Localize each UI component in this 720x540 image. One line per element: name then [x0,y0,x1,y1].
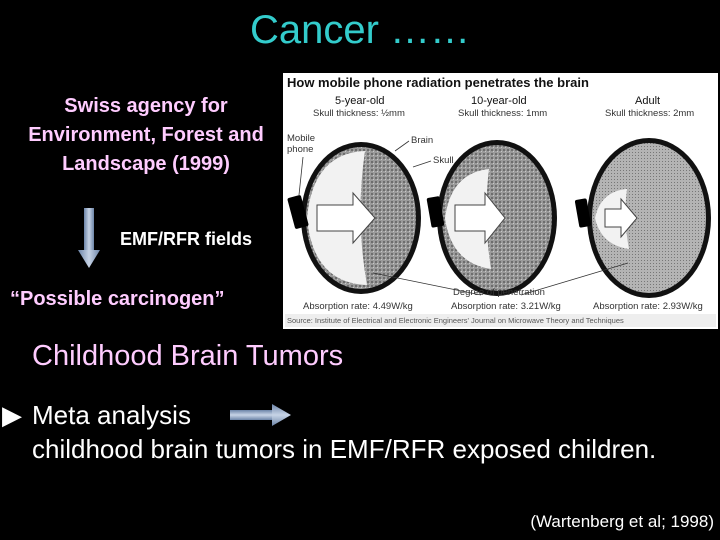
panel-1-skull: Skull thickness: ½mm [313,108,405,119]
down-arrow-icon [78,208,100,268]
figure-source: Source: Institute of Electrical and Elec… [285,314,716,327]
child-10-brain-scan [426,140,557,296]
finding-text: childhood brain tumors in EMF/RFR expose… [32,434,657,464]
skull-label: Skull [433,155,454,166]
slide-title: Cancer …… [249,8,471,52]
panel-2-skull: Skull thickness: 1mm [458,108,548,119]
right-arrow-icon [230,404,291,426]
panel-3-age: Adult [635,95,661,107]
bullet-icon: ▶ [2,400,22,430]
panel-1-absorption: Absorption rate: 4.49W/kg [303,301,413,312]
panel-2-age: 10-year-old [471,95,527,107]
mobile-phone-label: Mobile phone [287,133,315,155]
panel-3-skull: Skull thickness: 2mm [605,108,695,119]
emf-rfr-label: EMF/RFR fields [120,229,253,249]
panel-3-absorption: Absorption rate: 2.93W/kg [593,301,703,312]
panel-2-absorption: Absorption rate: 3.21W/kg [451,301,561,312]
citation: (Wartenberg et al; 1998) [530,512,714,531]
agency-text: Swiss agency for Environment, Forest and… [28,95,264,175]
radiation-figure: How mobile phone radiation penetrates th… [283,73,718,329]
child-5-brain-scan [287,142,421,294]
possible-carcinogen-label: “Possible carcinogen” [10,288,225,310]
brain-label: Brain [411,135,434,146]
childhood-brain-tumors-heading: Childhood Brain Tumors [32,340,344,372]
meta-analysis-label: Meta analysis [32,400,191,430]
adult-brain-scan [574,138,711,298]
penetration-label: Degree of penetration [453,287,545,298]
brain-scans-illustration [287,138,711,298]
figure-title: How mobile phone radiation penetrates th… [283,73,718,93]
panel-1-age: 5-year-old [335,95,385,107]
